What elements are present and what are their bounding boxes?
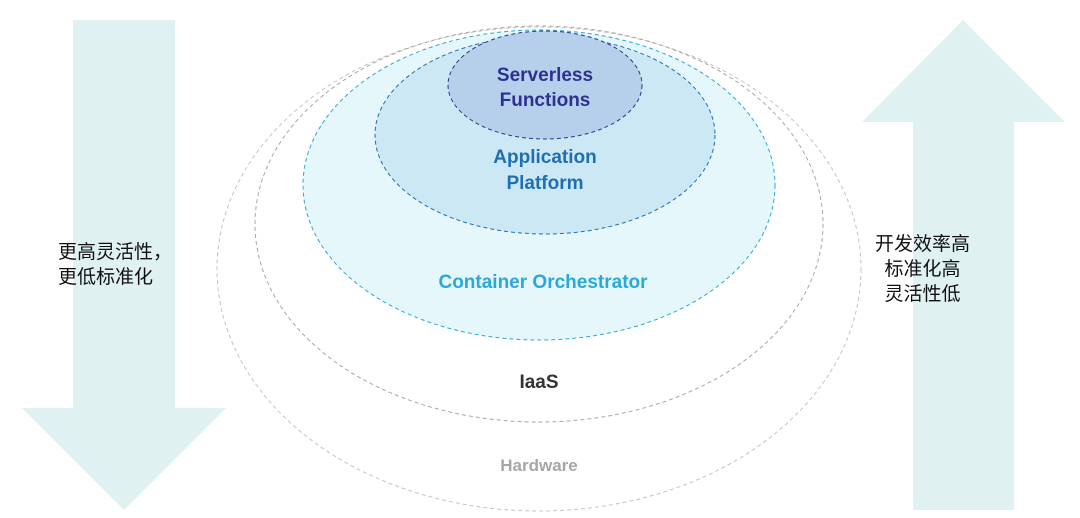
hardware-ellipse — [216, 26, 862, 512]
hardware-label: Hardware — [500, 456, 577, 475]
iaas-ellipse — [254, 25, 824, 423]
iaas-label: IaaS — [519, 372, 558, 393]
left-note: 更高灵活性， 更低标准化 — [58, 240, 172, 290]
application-platform-label-line1: Application — [493, 147, 596, 168]
serverless-label-line2: Functions — [500, 90, 591, 111]
application-platform-label-line2: Platform — [506, 173, 583, 194]
serverless-functions-ellipse — [447, 30, 643, 140]
right-note: 开发效率高 标准化高 灵活性低 — [875, 232, 970, 307]
right-note-line3: 灵活性低 — [884, 283, 961, 305]
container-orchestrator-label: Container Orchestrator — [438, 272, 648, 293]
left-note-line1: 更高灵活性， — [58, 241, 173, 263]
serverless-label-line1: Serverless — [497, 65, 593, 86]
down-arrow — [22, 20, 226, 510]
right-note-line1: 开发效率高 — [875, 233, 971, 255]
up-arrow — [862, 20, 1065, 510]
right-note-line2: 标准化高 — [884, 258, 961, 280]
left-note-line2: 更低标准化 — [58, 266, 154, 288]
